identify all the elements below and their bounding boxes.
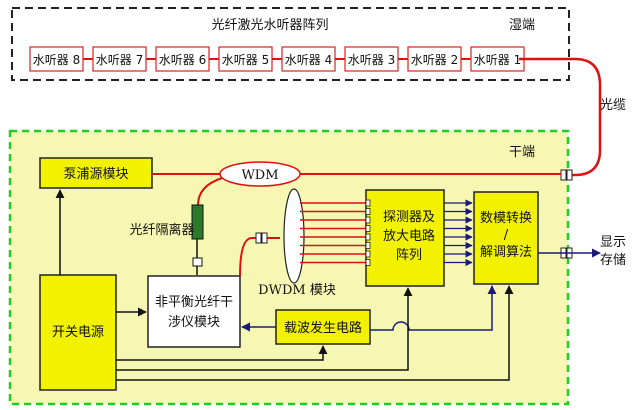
detector-array-module: 探测器及 放大电路 阵列 — [365, 189, 445, 287]
detector-port — [365, 242, 371, 249]
hydrophone-label: 水听器 6 — [159, 53, 206, 67]
hydrophone-array: 水听器 8 水听器 7 水听器 6 水听器 5 水听器 4 水听器 3 水听器 2 水听器 1 — [29, 46, 525, 72]
adc-demod-module: 数模转换 / 解调算法 — [473, 191, 539, 285]
svg-text:解调算法: 解调算法 — [480, 245, 532, 260]
cable-label: 光缆 — [600, 97, 626, 113]
hydrophone-5: 水听器 5 — [218, 46, 273, 72]
optical-isolator: 光纤隔离器 — [129, 204, 204, 275]
pump-source-module: 泵浦源模块 — [39, 157, 153, 189]
output-label-display: 显示 — [600, 235, 626, 250]
dwdm-label: DWDM 模块 — [258, 283, 336, 298]
optical-cable — [519, 57, 602, 177]
detector-port — [365, 250, 371, 258]
svg-text:/: / — [504, 228, 509, 243]
detector-port — [365, 216, 371, 224]
svg-text:载波发生电路: 载波发生电路 — [284, 320, 362, 336]
isolator-label: 光纤隔离器 — [129, 222, 194, 238]
carrier-to-adc — [370, 285, 497, 331]
power-supply-module: 开关电源 — [39, 274, 117, 391]
power-to-carrier — [116, 345, 328, 361]
hydrophone-label: 水听器 8 — [33, 53, 80, 67]
dwdm-output-fibers — [300, 202, 366, 264]
hydrophone-8: 水听器 8 — [29, 46, 84, 72]
detector-port — [365, 233, 371, 241]
svg-text:涉仪模块: 涉仪模块 — [168, 315, 220, 330]
dwdm-module: DWDM 模块 — [258, 188, 336, 298]
wet-end-title: 光纤激光水听器阵列 — [211, 18, 328, 33]
connector-icon — [255, 232, 268, 244]
fiber-interferometer-dwdm — [239, 237, 280, 277]
hydrophone-3: 水听器 3 — [344, 46, 399, 72]
svg-text:开关电源: 开关电源 — [52, 325, 104, 340]
svg-text:放大电路: 放大电路 — [383, 228, 435, 244]
svg-text:数模转换: 数模转换 — [480, 211, 532, 226]
dry-end-label: 干端 — [509, 145, 535, 160]
fiber-wdm-isolator — [197, 177, 223, 206]
wdm-coupler: WDM — [219, 161, 301, 187]
svg-text:阵列: 阵列 — [396, 248, 422, 263]
hydrophone-label: 水听器 4 — [285, 53, 332, 67]
hydrophone-6: 水听器 6 — [155, 46, 210, 72]
hydrophone-1: 水听器 1 — [470, 46, 525, 72]
interferometer-module: 非平衡光纤干 涉仪模块 — [147, 275, 241, 348]
power-to-adc — [116, 285, 514, 381]
carrier-generator-module: 载波发生电路 — [275, 309, 371, 345]
signal-lines — [444, 199, 473, 267]
wet-end-label: 湿端 — [509, 18, 535, 33]
detector-port — [365, 208, 371, 215]
connector-icon — [560, 169, 573, 181]
hydrophone-label: 水听器 3 — [348, 53, 395, 67]
detector-port — [365, 259, 371, 266]
hydrophone-4: 水听器 4 — [281, 46, 336, 72]
power-to-detector — [116, 287, 413, 371]
hydrophone-7: 水听器 7 — [92, 46, 147, 72]
svg-text:泵浦源模块: 泵浦源模块 — [63, 167, 128, 182]
svg-text:WDM: WDM — [241, 168, 278, 183]
detector-port — [365, 199, 371, 207]
hydrophone-label: 水听器 2 — [411, 53, 458, 67]
hydrophone-2: 水听器 2 — [407, 46, 462, 72]
output-label-storage: 存储 — [600, 253, 626, 268]
hydrophone-label: 水听器 7 — [96, 53, 143, 67]
detector-port — [365, 225, 371, 232]
hydrophone-label: 水听器 1 — [474, 53, 521, 67]
hydrophone-label: 水听器 5 — [222, 53, 269, 67]
svg-text:非平衡光纤干: 非平衡光纤干 — [155, 295, 233, 310]
detector-ports — [365, 199, 371, 266]
svg-text:探测器及: 探测器及 — [383, 210, 435, 225]
